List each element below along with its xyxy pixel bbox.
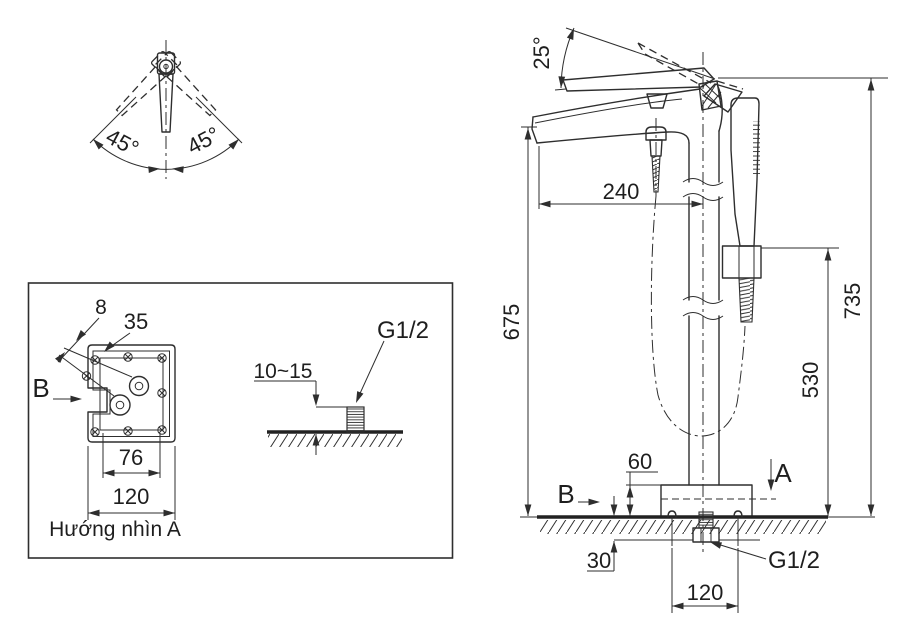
cartridge-hatch — [699, 83, 722, 109]
elevation-thread-label: G1/2 — [768, 547, 820, 574]
total-height-label: 735 — [840, 283, 865, 320]
plate-hole-2 — [109, 394, 131, 416]
cartridge-joint — [698, 80, 722, 111]
base-and-floor — [520, 484, 875, 546]
spout-inner-edge — [534, 98, 683, 124]
elevation-view: 25° 240 675 530 — [499, 26, 888, 613]
plan-outer-width-label: 120 — [113, 484, 150, 509]
dim-530: 530 — [761, 247, 839, 516]
base-height-label: 60 — [628, 449, 652, 474]
angle-ref-short — [554, 88, 567, 91]
swing-right-angle-label: 45° — [183, 122, 224, 160]
lever-rotated-dashed — [637, 42, 744, 90]
lever-tail — [703, 83, 743, 113]
spout-top-edge — [532, 88, 701, 118]
outlet-cap — [645, 126, 667, 141]
column-break-upper — [682, 178, 724, 201]
shower-wand — [730, 97, 760, 247]
dim8-line — [57, 317, 100, 363]
plate-mounting-face — [99, 357, 164, 431]
plan-caption: Hướng nhìn A — [49, 518, 181, 541]
anchor-bolt-left-head — [667, 510, 677, 518]
plan-view-b-label: B — [32, 373, 49, 403]
stub-protrusion-label: 10~15 — [254, 360, 313, 383]
supply-nut — [692, 527, 720, 543]
plate-hole-1 — [128, 375, 150, 397]
dim-675: 675 — [499, 126, 537, 516]
wand-in-holder — [738, 246, 755, 278]
outlet-neck — [649, 139, 663, 157]
supply-stub-threads — [698, 511, 714, 529]
handle-angle-label: 25° — [529, 36, 554, 69]
plan-slot-length-label: 35 — [124, 309, 148, 334]
floor-depth-label: 30 — [587, 548, 611, 573]
column-break-lower — [682, 296, 724, 320]
elevation-thread-callout: G1/2 — [708, 538, 820, 574]
spout-tip — [531, 116, 538, 144]
plate-outer-outline — [87, 344, 176, 443]
view-b-label: B — [557, 479, 574, 509]
dim-30: 30 — [587, 496, 618, 573]
dim-735: 735 — [718, 77, 888, 516]
holder-height-label: 530 — [798, 362, 823, 399]
base-plate-plan-view: 8 35 B 76 120 Hướng nhìn A — [32, 296, 181, 541]
swing-left-angle-label: 45° — [102, 124, 143, 162]
plate-screws — [81, 352, 167, 437]
dim-25deg: 25° — [529, 26, 716, 91]
dim-120-bolts: 120 — [671, 548, 739, 613]
handle-swing-diagram: 45° 45° — [89, 40, 243, 179]
stub-floor-hatch — [268, 434, 402, 447]
wand-grip-texture — [753, 121, 760, 174]
dim120-extensions — [87, 446, 176, 520]
swing-radial-left — [89, 96, 137, 144]
anchor-bolt-right-head — [733, 510, 743, 518]
elevation-thread-leader — [713, 542, 767, 560]
supply-nut-facets — [700, 528, 712, 542]
base-outline — [660, 484, 753, 517]
riser-column — [682, 130, 724, 486]
angle-ref-line — [565, 27, 716, 80]
wand-holder — [721, 245, 762, 279]
handle-dashed-right — [150, 50, 217, 117]
bolt-spacing-label: 120 — [687, 580, 724, 605]
hand-shower — [721, 97, 762, 323]
hose-coil — [738, 277, 755, 323]
spout-underside — [536, 131, 690, 144]
dim120b-extensions — [671, 548, 739, 613]
detail-box-frame — [27, 282, 454, 559]
dim76-extensions — [102, 433, 161, 478]
swing-radial-right — [195, 96, 243, 144]
stub-threaded-pipe — [346, 406, 365, 433]
detail-box: 8 35 B 76 120 Hướng nhìn A — [27, 282, 454, 559]
stub-protrusion-leader — [254, 380, 347, 408]
view-a-label: A — [774, 458, 792, 488]
hose-loop — [650, 195, 746, 437]
swing-arc — [92, 138, 240, 170]
spout-reach-label: 240 — [603, 179, 640, 204]
handle-solid — [156, 52, 176, 133]
view-arrow-a: A — [767, 458, 792, 491]
plan-inner-width-label: 76 — [119, 445, 143, 470]
floor-stub-detail: 10~15 G1/2 — [254, 317, 429, 455]
plan-slot-width-label: 8 — [95, 296, 107, 319]
dim-60: 60 — [626, 449, 658, 516]
lever-handle — [562, 67, 715, 92]
stub-thread-leader — [356, 340, 385, 401]
view-arrow-b: B — [557, 479, 600, 509]
dim-240: 240 — [538, 146, 703, 209]
spout-height-label: 675 — [499, 304, 524, 341]
diverter-knob — [646, 93, 668, 109]
stub-thread-label: G1/2 — [377, 317, 429, 344]
faucet-body — [531, 42, 744, 196]
floor-hatch — [540, 520, 826, 534]
plate-inner-outline — [92, 350, 170, 437]
